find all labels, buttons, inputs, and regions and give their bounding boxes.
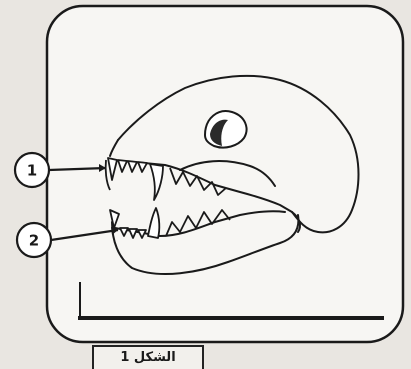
label-2-text: 2 <box>29 232 39 250</box>
frame-panel <box>47 6 403 342</box>
eye-socket <box>205 111 247 147</box>
figure-caption: الشكل 1 <box>92 345 204 369</box>
label-1-text: 1 <box>27 162 37 180</box>
